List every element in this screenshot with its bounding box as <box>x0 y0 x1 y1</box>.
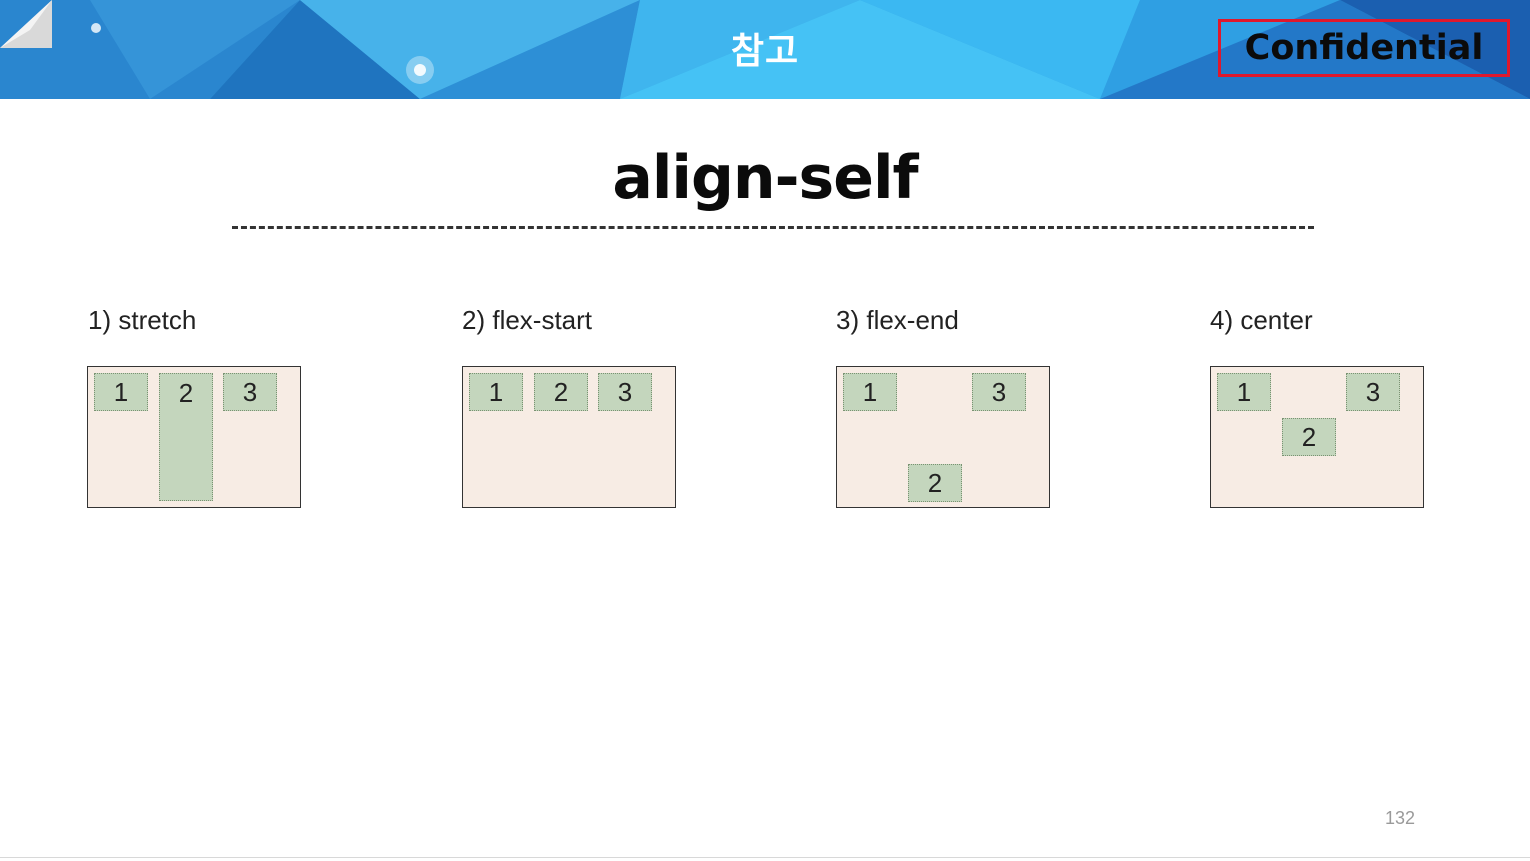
bottom-border <box>0 857 1530 858</box>
flex-item: 2 <box>159 373 213 501</box>
page-number: 132 <box>1384 808 1416 828</box>
example-container-center: 1 2 3 <box>1210 366 1424 508</box>
header-background-pattern <box>0 0 1530 99</box>
example-container-stretch: 1 2 3 <box>87 366 301 508</box>
header-banner: 참고 Confidential <box>0 0 1530 99</box>
header-title: 참고 <box>730 31 800 72</box>
example-label-flex-start: 2) flex-start <box>462 305 593 335</box>
flex-item: 3 <box>223 373 277 411</box>
flex-item: 3 <box>1346 373 1400 411</box>
flex-item: 3 <box>972 373 1026 411</box>
slide-title: align-self <box>612 143 918 213</box>
title-divider <box>232 226 1314 229</box>
example-label-center: 4) center <box>1210 305 1313 335</box>
flex-item: 3 <box>598 373 652 411</box>
flex-item: 2 <box>1282 418 1336 456</box>
flex-item: 1 <box>469 373 523 411</box>
flex-item: 1 <box>94 373 148 411</box>
flex-item: 1 <box>1217 373 1271 411</box>
flex-item: 2 <box>534 373 588 411</box>
example-label-flex-end: 3) flex-end <box>836 305 959 335</box>
page-curl-icon <box>0 0 52 48</box>
example-container-flex-end: 1 2 3 <box>836 366 1050 508</box>
example-label-stretch: 1) stretch <box>88 305 197 335</box>
confidential-badge: Confidential <box>1218 19 1510 77</box>
flex-item: 2 <box>908 464 962 502</box>
flex-item: 1 <box>843 373 897 411</box>
example-container-flex-start: 1 2 3 <box>462 366 676 508</box>
